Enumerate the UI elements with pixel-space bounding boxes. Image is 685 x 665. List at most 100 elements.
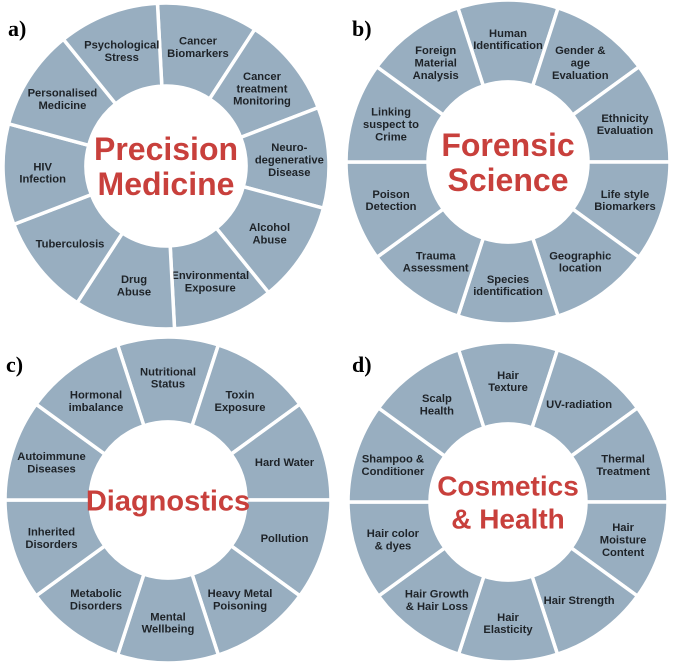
center-title-line: & Health: [451, 504, 565, 535]
segment-label-line: Monitoring: [233, 96, 291, 108]
segment-label-line: Infection: [19, 174, 66, 186]
center-title-line: Science: [448, 162, 569, 198]
segment-label-line: Species: [487, 274, 529, 286]
segment-label: Hair color& dyes: [367, 528, 420, 552]
segment-label-line: Medicine: [38, 100, 86, 112]
segment-label-line: Nutritional: [140, 366, 196, 378]
segment-label: Tuberculosis: [36, 239, 105, 251]
segment-label-line: Exposure: [185, 282, 236, 294]
segment-label-line: Treatment: [596, 466, 650, 478]
segment-label-line: Diseases: [27, 463, 76, 475]
center-title-line: Medicine: [98, 166, 235, 202]
segment-label: Pollution: [261, 533, 309, 545]
segment-label: UV-radiation: [546, 399, 612, 411]
segment-label-line: Inherited: [28, 527, 75, 539]
segment-label-line: Hair Strength: [544, 595, 615, 607]
center-hub: [90, 422, 246, 578]
segment-label-line: Thermal: [601, 453, 645, 465]
segment-label-line: Environmental: [171, 270, 249, 282]
segment-label-line: Gender &: [555, 45, 605, 57]
segment-label-line: Hair Growth: [405, 589, 469, 601]
segment-label-line: Elasticity: [483, 624, 533, 636]
segment-label-line: Metabolic: [70, 588, 122, 600]
segment-label-line: Heavy Metal: [208, 588, 273, 600]
segment-label-line: Evaluation: [552, 70, 609, 82]
panel-letter: c): [6, 352, 23, 377]
segment-label-line: degenerative: [255, 155, 324, 167]
segment-label-line: Neuro-: [271, 142, 307, 154]
segment-label-line: Disease: [268, 167, 310, 179]
segment-label-line: Hair: [497, 612, 519, 624]
segment-label-line: Hair color: [367, 528, 420, 540]
segment-label-line: Geographic: [549, 250, 611, 262]
segment-label-line: Status: [151, 379, 185, 391]
segment-label-line: Hair: [612, 522, 634, 534]
panel-letter: d): [352, 352, 372, 377]
segment-label-line: treatment: [236, 83, 287, 95]
segment-label-line: Detection: [366, 201, 417, 213]
segment-label-line: & dyes: [375, 541, 412, 553]
segment-label-line: imbalance: [69, 402, 124, 414]
segment-label-line: Scalp: [422, 393, 452, 405]
segment-label-line: Hair: [497, 370, 519, 382]
segment-label-line: Poison: [372, 189, 409, 201]
segment-label-line: Assessment: [403, 263, 469, 275]
segment-label-line: Psychological: [84, 40, 159, 52]
segment-label-line: Drug: [121, 274, 147, 286]
segment-label-line: Material: [415, 57, 457, 69]
center-title-line: Forensic: [441, 127, 574, 163]
segment-label-line: Toxin: [225, 390, 254, 402]
segment-label-line: Hard Water: [255, 457, 315, 469]
center-title-line: Precision: [94, 131, 238, 167]
segment-label-line: Stress: [105, 52, 139, 64]
segment-label-line: Cancer: [179, 36, 218, 48]
segment-label-line: Biomarkers: [594, 201, 656, 213]
segment-label: Hard Water: [255, 457, 315, 469]
segment-label-line: Abuse: [117, 286, 151, 298]
segment-label-line: HIV: [33, 161, 52, 173]
segment-label-line: identification: [473, 286, 543, 298]
segment-label-line: UV-radiation: [546, 399, 612, 411]
segment-label-line: Human: [489, 28, 527, 40]
segment-label-line: age: [571, 57, 590, 69]
panel-letter: b): [352, 16, 372, 41]
segment-label-line: Hormonal: [70, 390, 122, 402]
center-hub: [428, 82, 588, 242]
segment-label-line: Linking: [371, 107, 411, 119]
segment-label-line: Shampoo &: [362, 453, 424, 465]
segment-label-line: Trauma: [416, 250, 457, 262]
segment-label-line: Foreign: [415, 45, 456, 57]
segment-label-line: Content: [602, 547, 645, 559]
segment-label-line: Crime: [375, 131, 407, 143]
center-title-line: Diagnostics: [86, 485, 250, 517]
segment-label-line: Evaluation: [597, 125, 654, 137]
